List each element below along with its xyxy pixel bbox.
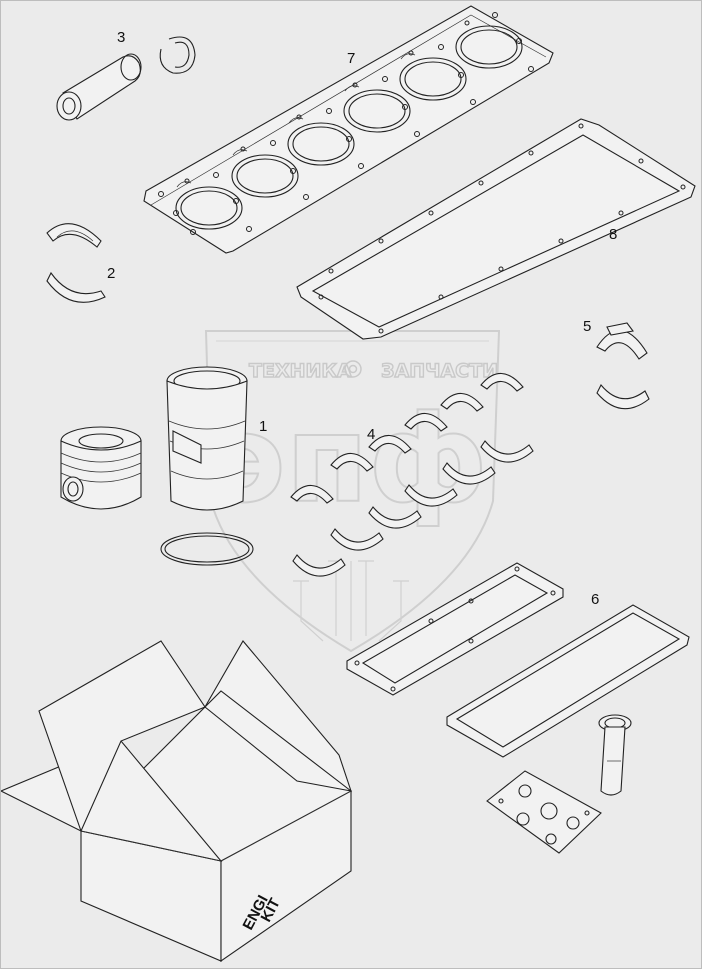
cover-gasket-lower bbox=[446, 604, 690, 758]
cylinder-liner bbox=[166, 366, 248, 511]
oil-pan-gasket bbox=[296, 118, 696, 340]
kit-box: ENGI KIT bbox=[1, 640, 352, 963]
callout-labels: 3 7 2 8 5 1 4 6 bbox=[107, 29, 617, 608]
bearing-shells-main bbox=[46, 223, 106, 303]
watermark-shield bbox=[204, 330, 501, 653]
callout-6: 6 bbox=[591, 591, 599, 608]
watermark-wheat-icon bbox=[293, 560, 409, 642]
watermark-left-text: ТЕХНИКА bbox=[249, 360, 352, 382]
piston-pin bbox=[56, 53, 142, 121]
callout-7: 7 bbox=[347, 50, 355, 67]
watermark-gear-icon bbox=[344, 360, 362, 378]
callout-5: 5 bbox=[583, 318, 591, 335]
cover-gasket-upper bbox=[346, 562, 564, 696]
piston bbox=[60, 426, 142, 510]
callout-3: 3 bbox=[117, 29, 125, 46]
rod-bearing-shells bbox=[290, 372, 534, 577]
callout-2: 2 bbox=[107, 265, 115, 282]
liner-o-ring bbox=[160, 532, 254, 566]
flange-gasket bbox=[486, 770, 602, 854]
callout-8: 8 bbox=[609, 226, 617, 243]
callout-1: 1 bbox=[259, 418, 267, 435]
sleeve-bushing bbox=[598, 714, 632, 796]
thrust-bearing bbox=[596, 322, 650, 410]
circlip bbox=[159, 36, 196, 74]
watermark-right-text: ЗАПЧАСТИ bbox=[381, 360, 498, 382]
cylinder-head-gasket bbox=[143, 5, 554, 254]
callout-4: 4 bbox=[367, 426, 375, 443]
